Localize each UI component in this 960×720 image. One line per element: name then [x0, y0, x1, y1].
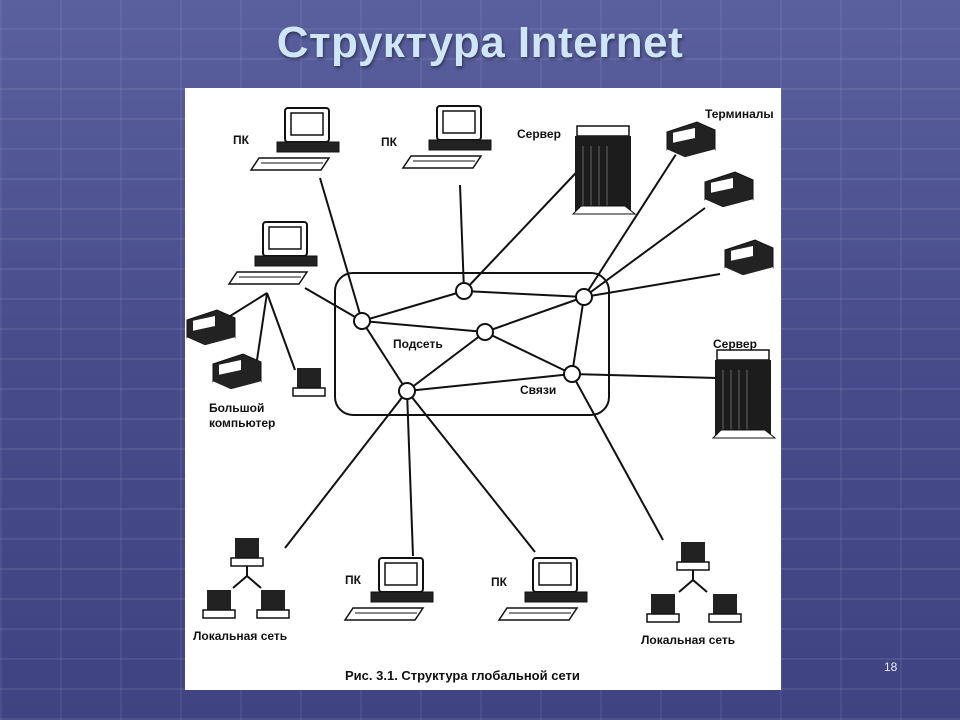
label-pc-top-left: ПК [233, 133, 250, 147]
label-subnet: Подсеть [393, 337, 443, 351]
pc-icon [709, 594, 741, 622]
subnet-node [354, 313, 370, 329]
page-number: 18 [884, 660, 897, 674]
network-links [219, 148, 720, 556]
label-mainframe-line1: Большой [209, 401, 264, 415]
subnet-node [564, 366, 580, 382]
label-pc-bottom-right: ПК [491, 575, 508, 589]
label-pc-top-mid: ПК [381, 135, 398, 149]
pc-icon [293, 368, 325, 396]
label-server-top: Сервер [517, 127, 561, 141]
lan-right [647, 542, 741, 622]
label-mainframe-line2: компьютер [209, 416, 275, 430]
pc-icon [229, 222, 317, 284]
network-diagram-figure: ПК ПК Сервер Терминалы Сервер Большой ко… [185, 88, 781, 690]
pc-icon [203, 590, 235, 618]
server-icon [573, 126, 635, 214]
lan-left [203, 538, 289, 618]
label-server-right: Сервер [713, 337, 757, 351]
mainframe-icon [213, 354, 261, 390]
pc-icon [231, 538, 263, 566]
figure-caption: Рис. 3.1. Структура глобальной сети [345, 668, 580, 683]
pc-icon [677, 542, 709, 570]
terminal-icon [705, 172, 753, 208]
label-pc-bottom-left: ПК [345, 573, 362, 587]
terminal-icon [725, 240, 773, 276]
pc-icon [403, 106, 491, 168]
label-lan-left: Локальная сеть [193, 629, 287, 643]
pc-icon [257, 590, 289, 618]
pc-icon [499, 558, 587, 620]
subnet-node [456, 283, 472, 299]
server-icon [713, 350, 775, 438]
pc-icon [647, 594, 679, 622]
terminal-icon [667, 122, 715, 158]
subnet-node [399, 383, 415, 399]
subnet-node [477, 324, 493, 340]
label-terminals: Терминалы [705, 107, 774, 121]
label-lan-right: Локальная сеть [641, 633, 735, 647]
subnet-node [576, 289, 592, 305]
terminal-icon [187, 310, 235, 346]
slide-title: Структура Internet [0, 18, 960, 68]
label-links: Связи [520, 383, 556, 397]
network-diagram: ПК ПК Сервер Терминалы Сервер Большой ко… [185, 88, 781, 690]
pc-icon [345, 558, 433, 620]
pc-icon [251, 108, 339, 170]
